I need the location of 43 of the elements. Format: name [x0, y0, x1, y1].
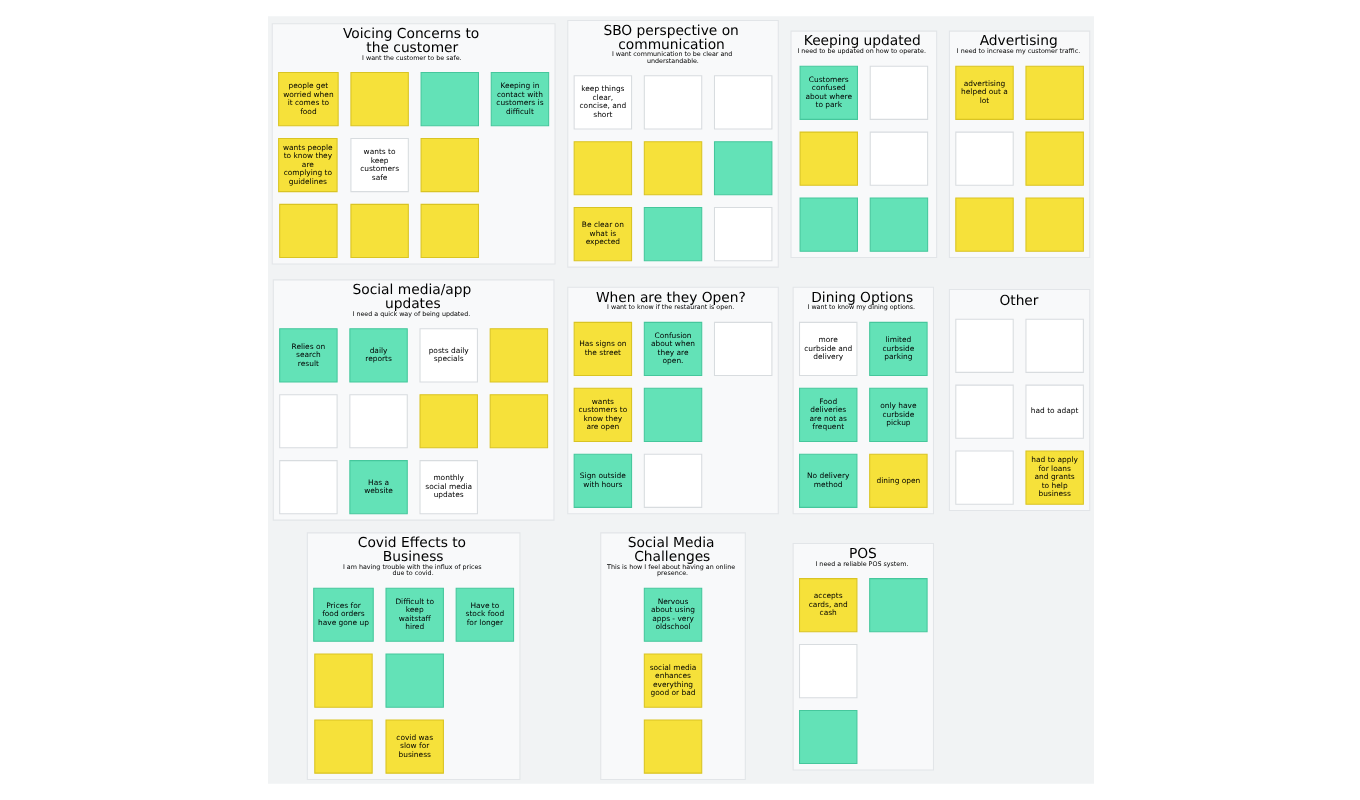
node-box [1024, 318, 1083, 373]
node-box [418, 394, 477, 449]
node-box [954, 131, 1013, 186]
node-box [798, 643, 857, 699]
node-box [278, 460, 337, 515]
node-box [642, 453, 702, 508]
node-box [642, 207, 702, 262]
node-box [798, 131, 857, 186]
node-box [384, 653, 443, 708]
node-box [278, 394, 337, 449]
node-box [712, 321, 772, 377]
node-box [642, 75, 702, 130]
node-box [642, 719, 702, 774]
node-box [488, 328, 548, 383]
node-box [868, 578, 927, 633]
node-box [868, 131, 928, 186]
node-box [798, 197, 857, 252]
node-box [313, 653, 372, 708]
node-box [313, 719, 372, 774]
node-box [954, 197, 1013, 252]
node-box [348, 394, 407, 449]
node-box [349, 203, 408, 259]
node-box [712, 75, 772, 130]
node-box [419, 203, 478, 259]
node-box [1024, 197, 1083, 252]
node-box [1024, 65, 1083, 120]
node-box [419, 72, 478, 127]
node-box [954, 384, 1013, 439]
node-box [488, 394, 548, 449]
node-box [798, 709, 857, 765]
node-box [1024, 131, 1083, 186]
node-box [712, 141, 772, 196]
node-box [349, 72, 408, 127]
node-box [419, 137, 478, 193]
node-box [642, 141, 702, 196]
node-box [642, 387, 702, 442]
node-box [278, 203, 337, 259]
node-box [954, 318, 1013, 373]
node-box [868, 197, 928, 252]
node-box [954, 450, 1013, 505]
node-box [868, 65, 928, 120]
node-box [572, 141, 632, 196]
node-box [712, 207, 772, 262]
